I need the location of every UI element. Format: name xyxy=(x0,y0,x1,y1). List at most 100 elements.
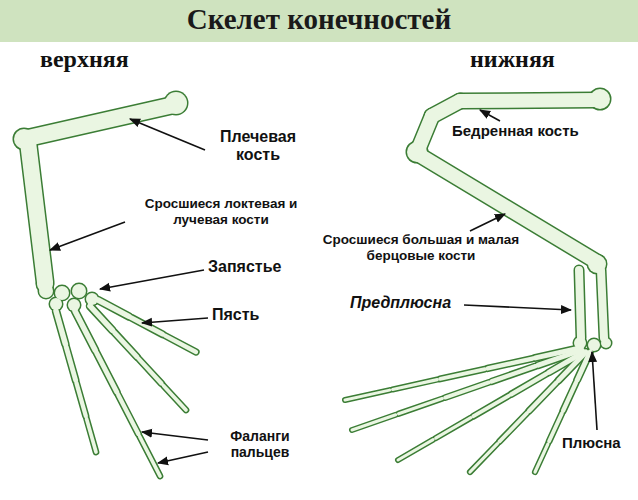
bone xyxy=(500,413,527,441)
bone xyxy=(492,366,536,381)
part-label: Сросшиеся локтевая и лучевая кости xyxy=(128,196,314,227)
bone xyxy=(87,419,96,452)
bone xyxy=(470,444,497,472)
bone xyxy=(399,399,443,414)
bone xyxy=(440,369,485,379)
bone xyxy=(140,437,160,476)
bone-end xyxy=(165,92,187,114)
bone-end xyxy=(589,88,612,111)
bone xyxy=(529,383,556,411)
bone xyxy=(76,383,85,416)
bone xyxy=(500,413,527,441)
bone xyxy=(132,318,163,334)
bone-end xyxy=(55,286,69,300)
bone xyxy=(164,386,186,410)
bone xyxy=(139,359,161,383)
bone xyxy=(75,311,95,350)
bone xyxy=(511,374,546,394)
bone xyxy=(118,395,138,434)
part-label: Плечевая кость xyxy=(208,128,308,165)
bone xyxy=(399,399,443,414)
bone xyxy=(563,383,576,411)
bone xyxy=(56,311,65,344)
bone xyxy=(460,100,596,101)
bone xyxy=(563,383,576,411)
leader-line xyxy=(592,352,597,430)
bone xyxy=(97,353,117,392)
bone xyxy=(577,352,590,380)
bone xyxy=(488,359,533,369)
part-label: Запястье xyxy=(208,258,318,276)
part-label: Фаланги пальцев xyxy=(212,428,308,460)
bone xyxy=(473,396,508,416)
bone-end xyxy=(601,338,611,348)
bone xyxy=(440,369,485,379)
bone-end xyxy=(590,89,610,109)
part-label: Плюсна xyxy=(562,434,634,451)
bone-end xyxy=(72,284,86,298)
bone xyxy=(28,104,178,138)
bone-end xyxy=(407,142,427,162)
bone xyxy=(393,380,438,390)
leader-line xyxy=(158,452,208,463)
bone xyxy=(164,386,186,410)
part-label: Сросшиеся большая и малая берцовые кости xyxy=(318,232,524,263)
bone xyxy=(473,396,508,416)
bone xyxy=(436,418,471,438)
bone xyxy=(535,444,548,472)
bone xyxy=(579,270,581,338)
bone xyxy=(601,270,604,338)
bone xyxy=(140,437,160,476)
bone xyxy=(549,413,562,441)
bone xyxy=(56,311,65,344)
bone xyxy=(90,306,112,330)
bone xyxy=(492,366,536,381)
leader-line xyxy=(142,432,208,440)
bone xyxy=(345,390,390,400)
bone xyxy=(445,382,489,397)
bone xyxy=(115,333,137,357)
bone xyxy=(28,142,45,282)
bone xyxy=(601,270,604,338)
bone-end xyxy=(574,337,586,349)
bone xyxy=(66,347,75,380)
bone-end xyxy=(86,293,98,305)
bone xyxy=(28,104,178,138)
bone-end xyxy=(68,299,80,311)
bone-end xyxy=(67,298,82,313)
bone xyxy=(28,142,45,282)
bone-end xyxy=(588,339,600,351)
part-label: Бедренная кость xyxy=(452,122,612,139)
bone-end xyxy=(39,284,53,298)
bone xyxy=(511,374,546,394)
leader-line xyxy=(142,318,208,323)
bone xyxy=(535,444,548,472)
bone xyxy=(470,444,497,472)
bone xyxy=(398,440,433,460)
bone xyxy=(87,419,96,452)
limb-heading: верхняя xyxy=(40,46,210,74)
bone-end xyxy=(50,298,62,310)
bone xyxy=(445,382,489,397)
part-label: Пясть xyxy=(212,306,302,324)
bone xyxy=(115,333,137,357)
bone xyxy=(436,418,471,438)
bone xyxy=(165,336,196,352)
bone xyxy=(579,270,581,338)
bone-end xyxy=(588,255,606,273)
leader-line xyxy=(50,222,125,250)
bone xyxy=(460,100,596,101)
bone xyxy=(90,306,112,330)
bone xyxy=(529,383,556,411)
bone-end xyxy=(85,292,100,307)
bone xyxy=(75,311,95,350)
title: Скелет конечностей xyxy=(0,3,638,36)
bone xyxy=(345,390,390,400)
bone xyxy=(398,440,433,460)
bone xyxy=(165,336,196,352)
leader-line xyxy=(464,305,571,310)
leader-line xyxy=(480,110,500,121)
bone xyxy=(352,415,396,430)
